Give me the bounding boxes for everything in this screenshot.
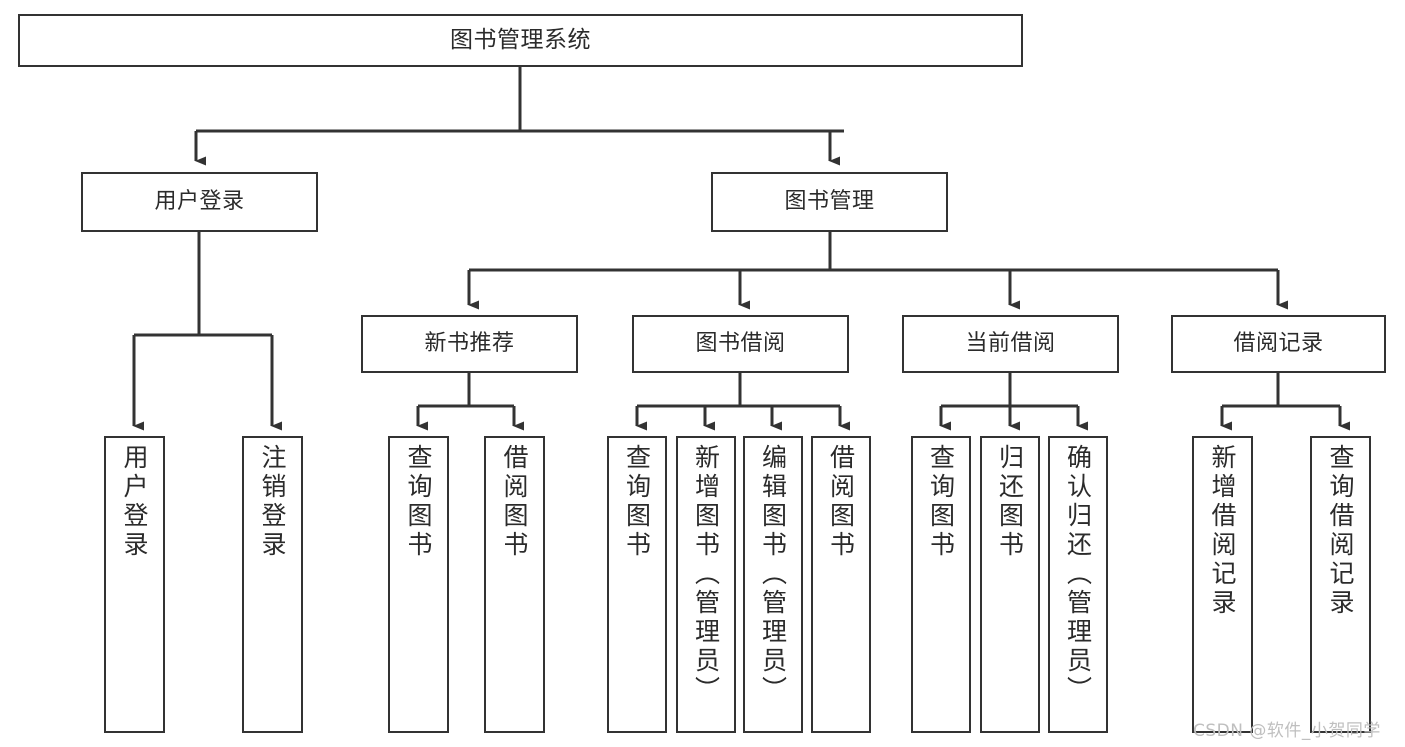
node-leaf-add-borrow-record[interactable]: 新增借阅记录 (1192, 436, 1253, 733)
node-label: 用户登录 (120, 444, 149, 560)
node-leaf-query-book-newbook[interactable]: 查询图书 (388, 436, 449, 733)
node-leaf-user-login[interactable]: 用户登录 (104, 436, 165, 733)
node-book-management[interactable]: 图书管理 (711, 172, 948, 232)
node-leaf-query-book-current[interactable]: 查询图书 (911, 436, 971, 733)
node-leaf-logout[interactable]: 注销登录 (242, 436, 303, 733)
node-label: 当前借阅 (965, 331, 1056, 357)
node-label: 用户登录 (154, 189, 245, 215)
node-root-book-management-system[interactable]: 图书管理系统 (18, 14, 1023, 67)
node-borrow-record[interactable]: 借阅记录 (1171, 315, 1386, 373)
node-label: 查询图书 (622, 444, 652, 560)
csdn-watermark: CSDN @软件_小贺同学 (1193, 721, 1381, 741)
node-user-login[interactable]: 用户登录 (81, 172, 318, 232)
node-label: 新书推荐 (424, 331, 515, 357)
node-leaf-return-book[interactable]: 归还图书 (980, 436, 1040, 733)
node-leaf-add-book-admin[interactable]: 新增图书（管理员） (676, 436, 736, 733)
node-label: 新增图书（管理员） (691, 444, 721, 705)
node-leaf-query-borrow-record[interactable]: 查询借阅记录 (1310, 436, 1371, 733)
node-label: 图书管理 (784, 189, 875, 215)
node-label: 图书管理系统 (450, 26, 591, 53)
node-label: 借阅记录 (1233, 331, 1324, 357)
node-leaf-borrow-book-borrow[interactable]: 借阅图书 (811, 436, 871, 733)
node-current-borrow[interactable]: 当前借阅 (902, 315, 1119, 373)
node-label: 新增借阅记录 (1208, 444, 1237, 618)
node-label: 图书借阅 (695, 331, 786, 357)
node-label: 查询图书 (404, 444, 433, 560)
node-label: 查询图书 (926, 444, 956, 560)
node-leaf-query-book-borrow[interactable]: 查询图书 (607, 436, 667, 733)
node-label: 编辑图书（管理员） (758, 444, 788, 705)
node-book-borrow[interactable]: 图书借阅 (632, 315, 849, 373)
node-new-book-recommend[interactable]: 新书推荐 (361, 315, 578, 373)
node-label: 查询借阅记录 (1326, 444, 1355, 618)
node-leaf-confirm-return-admin[interactable]: 确认归还（管理员） (1048, 436, 1108, 733)
node-label: 借阅图书 (500, 444, 529, 560)
node-leaf-edit-book-admin[interactable]: 编辑图书（管理员） (743, 436, 803, 733)
node-label: 确认归还（管理员） (1063, 444, 1093, 705)
node-label: 借阅图书 (826, 444, 856, 560)
node-label: 归还图书 (995, 444, 1025, 560)
node-leaf-borrow-book-newbook[interactable]: 借阅图书 (484, 436, 545, 733)
node-label: 注销登录 (258, 444, 287, 560)
